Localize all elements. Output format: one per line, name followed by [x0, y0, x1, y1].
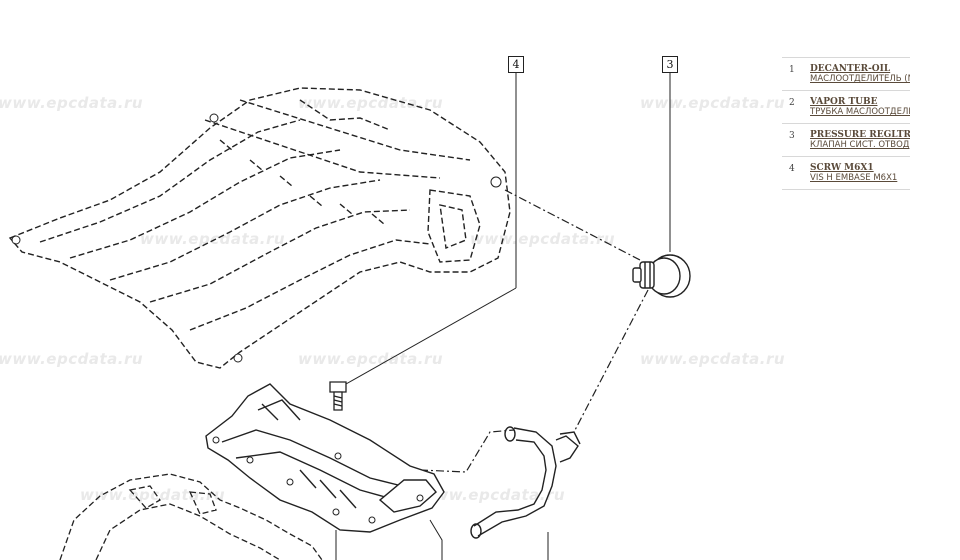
watermark: www.epcdata.ru [640, 350, 786, 368]
watermark: www.epcdata.ru [140, 230, 286, 248]
callout-3[interactable]: 3 [662, 56, 678, 73]
part-row[interactable]: 3 PRESSURE REGLTR КЛАПАН СИСТ. ОТВОД [782, 123, 910, 156]
part-name-link[interactable]: DECANTER-OIL [810, 64, 891, 74]
diagram-drawing [8, 72, 691, 560]
part-name-link[interactable]: SCRW M6X1 [810, 163, 874, 173]
watermark: www.epcdata.ru [80, 486, 226, 504]
screw-m6x1 [329, 381, 347, 411]
pressure-regulator [632, 254, 691, 298]
oil-decanter [205, 383, 445, 533]
part-row[interactable]: 1 DECANTER-OIL МАСЛООТДЕЛИТЕЛЬ (М [782, 57, 910, 90]
leader-lines [345, 72, 671, 385]
part-name-link[interactable]: VAPOR TUBE [810, 97, 878, 107]
part-number: 3 [789, 131, 795, 141]
watermark: www.epcdata.ru [298, 94, 444, 112]
parts-list: 1 DECANTER-OIL МАСЛООТДЕЛИТЕЛЬ (М 2 VAPO… [782, 57, 910, 190]
watermark: www.epcdata.ru [470, 230, 616, 248]
watermark: www.epcdata.ru [298, 350, 444, 368]
watermark: www.epcdata.ru [640, 94, 786, 112]
part-name-link[interactable]: PRESSURE REGLTR [810, 130, 910, 140]
watermark: www.epcdata.ru [0, 350, 144, 368]
part-number: 2 [789, 98, 795, 108]
intake-manifold [8, 87, 511, 369]
assembly-dash-lines [419, 189, 649, 473]
part-number: 4 [789, 164, 795, 174]
part-row[interactable]: 4 SCRW M6X1 VIS H EMBASE M6X1 [782, 156, 910, 190]
lower-leaders [335, 519, 549, 560]
part-row[interactable]: 2 VAPOR TUBE ТРУБКА МАСЛООТДЕЛИ [782, 90, 910, 123]
part-description-link[interactable]: КЛАПАН СИСТ. ОТВОД [810, 140, 910, 150]
part-description-link[interactable]: ТРУБКА МАСЛООТДЕЛИ [810, 107, 910, 117]
part-description-link[interactable]: VIS H EMBASE M6X1 [810, 173, 898, 183]
watermark: www.epcdata.ru [0, 94, 144, 112]
vapor-tube [470, 426, 581, 539]
part-number: 1 [789, 65, 795, 75]
parts-diagram: www.epcdata.ru www.epcdata.ru www.epcdat… [0, 56, 785, 560]
watermark: www.epcdata.ru [420, 486, 566, 504]
callout-4[interactable]: 4 [508, 56, 524, 73]
cylinder-head [59, 473, 323, 560]
part-description-link[interactable]: МАСЛООТДЕЛИТЕЛЬ (М [810, 74, 910, 84]
